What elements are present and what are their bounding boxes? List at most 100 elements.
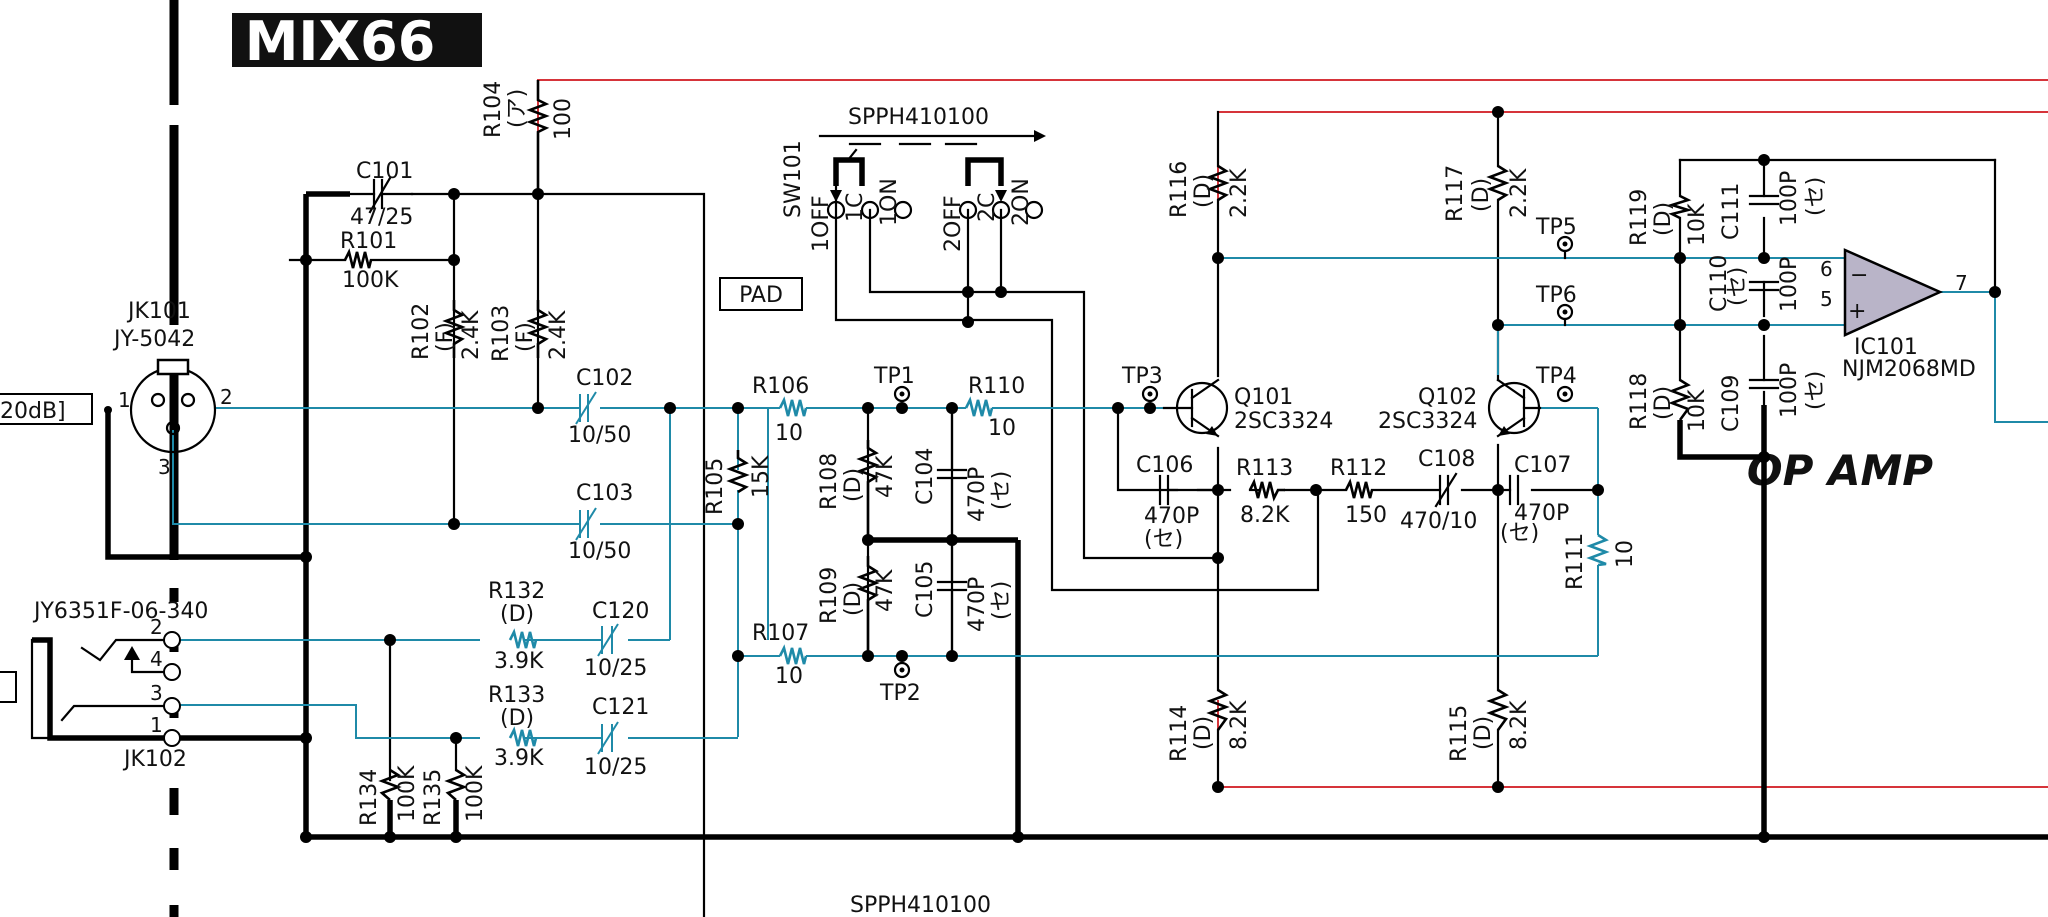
svg-text:JK101: JK101 [126,299,191,324]
svg-text:(ア): (ア) [505,89,530,128]
svg-text:100P: 100P [1777,171,1802,226]
r107-resistor: R107 10 [752,621,809,689]
c111-capacitor: C111 100P (セ) [1719,171,1828,240]
svg-text:100K: 100K [342,268,399,293]
r110-resistor: R110 10 [964,374,1025,441]
svg-text:470P: 470P [1514,501,1569,526]
svg-text:8.2K: 8.2K [1507,700,1532,750]
svg-text:2.2K: 2.2K [1227,168,1252,218]
r132-resistor: R132 (D) 3.9K [488,579,545,674]
r115-resistor: R115 (D) 8.2K [1447,688,1532,762]
c106-capacitor: C106 470P (セ) [1136,453,1220,552]
svg-text:R113: R113 [1236,456,1293,481]
r117-resistor: R117 (D) 2.2K [1443,165,1532,222]
svg-text:JY-5042: JY-5042 [112,327,195,352]
svg-text:(D): (D) [1469,178,1494,212]
svg-text:R116: R116 [1167,161,1192,218]
r101-resistor: R101 100K [340,229,399,293]
svg-text:C103: C103 [576,481,633,506]
svg-text:C121: C121 [592,695,649,720]
svg-text:10: 10 [775,664,803,689]
svg-text:R101: R101 [340,229,397,254]
svg-text:−: − [1850,263,1868,288]
svg-text:R117: R117 [1443,165,1468,222]
svg-text:(D): (D) [1471,716,1496,750]
svg-text:100: 100 [551,98,576,140]
sw101-switch: SPPH410100 SW101 1OFF 1C 1ON 2OFF 2C 2ON… [781,105,1046,917]
signal-wiring [172,257,2048,739]
svg-text:R106: R106 [752,374,809,399]
svg-text:C107: C107 [1514,453,1571,478]
svg-text:TP1: TP1 [873,364,915,389]
c109-capacitor: C109 100P (セ) [1719,363,1828,432]
svg-text:10/50: 10/50 [568,423,631,448]
svg-text:7: 7 [1955,271,1968,295]
svg-text:PAD: PAD [739,283,783,308]
r109-resistor: R109 (D) 47K [817,556,898,656]
svg-text:20dB]: 20dB] [0,399,66,424]
svg-text:(セ): (セ) [1500,521,1539,546]
svg-text:15K: 15K [749,455,774,498]
svg-text:10K: 10K [1685,203,1710,246]
svg-text:R110: R110 [968,374,1025,399]
c107-capacitor: C107 470P (セ) [1500,453,1571,546]
svg-text:10: 10 [1613,540,1638,568]
svg-text:(セ): (セ) [989,581,1014,620]
svg-text:(D): (D) [1191,716,1216,750]
svg-text:C105: C105 [913,561,938,618]
board-title: MIX66 [245,10,436,73]
c120-capacitor: C120 10/25 [584,599,649,681]
svg-text:R102: R102 [409,303,434,360]
svg-text:SPPH410100: SPPH410100 [848,105,989,130]
svg-text:2.4K: 2.4K [459,310,484,360]
svg-text:3.9K: 3.9K [494,649,544,674]
svg-text:TP3: TP3 [1121,364,1163,389]
svg-text:6: 6 [1820,257,1833,281]
svg-text:8.2K: 8.2K [1240,503,1290,528]
svg-text:(F): (F) [433,322,458,352]
svg-text:47K: 47K [873,569,898,612]
svg-text:Q101: Q101 [1234,385,1293,410]
svg-text:1: 1 [118,388,131,412]
r102-resistor: R102 (F) 2.4K [409,300,484,360]
svg-text:C106: C106 [1136,453,1193,478]
tp4-testpoint: TP4 [1535,364,1577,403]
r113-resistor: R113 8.2K [1236,456,1293,528]
c121-capacitor: C121 10/25 [584,695,649,780]
svg-text:C120: C120 [592,599,649,624]
svg-text:R111: R111 [1563,533,1588,590]
svg-text:C111: C111 [1719,183,1744,240]
svg-text:470P: 470P [965,577,990,632]
svg-text:(セ): (セ) [1144,527,1183,552]
svg-text:10K: 10K [1685,389,1710,432]
svg-text:2: 2 [150,615,163,639]
jk102-phone-jack: JY6351F-06-340 2 4 3 1 JK102 [0,599,208,772]
tp2-testpoint: TP2 [879,661,921,706]
c102-capacitor: C102 10/50 [568,366,633,448]
svg-text:47K: 47K [873,455,898,498]
svg-text:(セ): (セ) [989,471,1014,510]
svg-text:C104: C104 [913,448,938,505]
r103-resistor: R103 (F) 2.4K [489,300,571,362]
svg-text:3.9K: 3.9K [494,746,544,771]
svg-text:C102: C102 [576,366,633,391]
c105-capacitor: C105 470P (セ) [913,538,1014,658]
svg-text:C108: C108 [1418,447,1475,472]
svg-text:10/25: 10/25 [584,656,647,681]
svg-text:47/25: 47/25 [350,205,413,230]
r114-resistor: R114 (D) 8.2K [1167,688,1252,762]
svg-text:R109: R109 [817,567,842,624]
svg-text:NJM2068MD: NJM2068MD [1842,357,1976,382]
svg-text:(D): (D) [1651,386,1676,420]
svg-text:150: 150 [1345,503,1387,528]
r133-resistor: R133 (D) 3.9K [488,683,545,771]
svg-text:(D): (D) [500,602,534,627]
c104-capacitor: C104 470P (セ) [913,406,1014,542]
svg-text:(D): (D) [841,468,866,502]
svg-text:R134: R134 [357,769,382,826]
tp6-testpoint: TP6 [1535,283,1577,327]
r118-resistor: R118 (D) 10K [1627,373,1710,432]
svg-text:TP4: TP4 [1535,364,1577,389]
svg-text:TP5: TP5 [1535,215,1577,240]
